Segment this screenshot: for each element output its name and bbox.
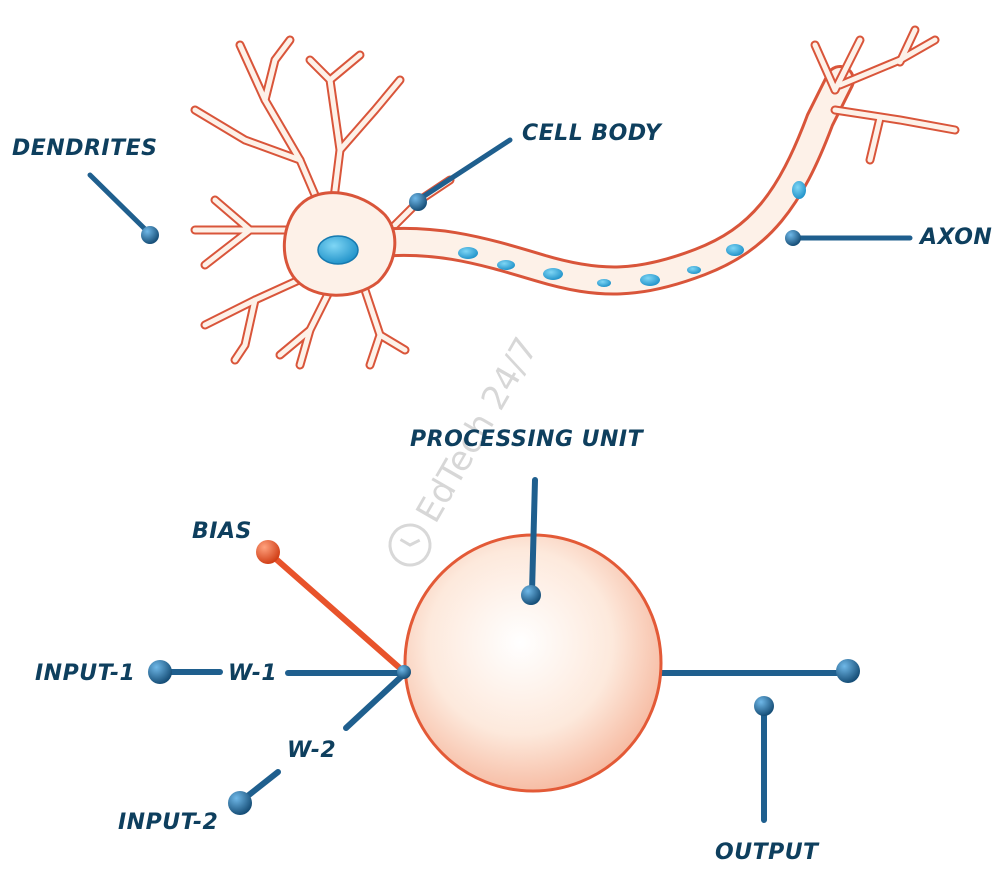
dendrites (190, 35, 455, 370)
input-1-node (148, 660, 172, 684)
input-2-node (228, 791, 252, 815)
axon-fiber (345, 65, 855, 296)
w-1-label: W-1 (228, 661, 277, 686)
dendrites-label: DENDRITES (12, 136, 157, 161)
processing-unit-pointer-knob (521, 585, 541, 605)
input-2-label: INPUT-2 (118, 810, 218, 835)
neuron-pointer-knobs (141, 193, 801, 246)
perceptron-diagram (148, 477, 860, 823)
neuron-illustration (190, 25, 960, 370)
output-node (836, 659, 860, 683)
clock-icon (388, 523, 432, 567)
neuron-pointers (87, 137, 913, 241)
input-1-label: INPUT-1 (35, 661, 135, 686)
axon-terminals (810, 25, 960, 165)
cell-body-label: CELL BODY (522, 121, 663, 146)
myelin-spots (458, 181, 806, 287)
w-2-label: W-2 (287, 738, 336, 763)
summation-node (397, 665, 411, 679)
bias-connection (265, 549, 405, 673)
bias-node (256, 540, 280, 564)
processing-unit-label: PROCESSING UNIT (410, 427, 645, 452)
output-label: OUTPUT (715, 840, 820, 865)
nucleus (317, 235, 359, 265)
w2-connection (343, 673, 405, 731)
bias-label: BIAS (192, 519, 252, 544)
output-pointer-knob (754, 696, 774, 716)
axon-label: AXON (918, 225, 992, 250)
